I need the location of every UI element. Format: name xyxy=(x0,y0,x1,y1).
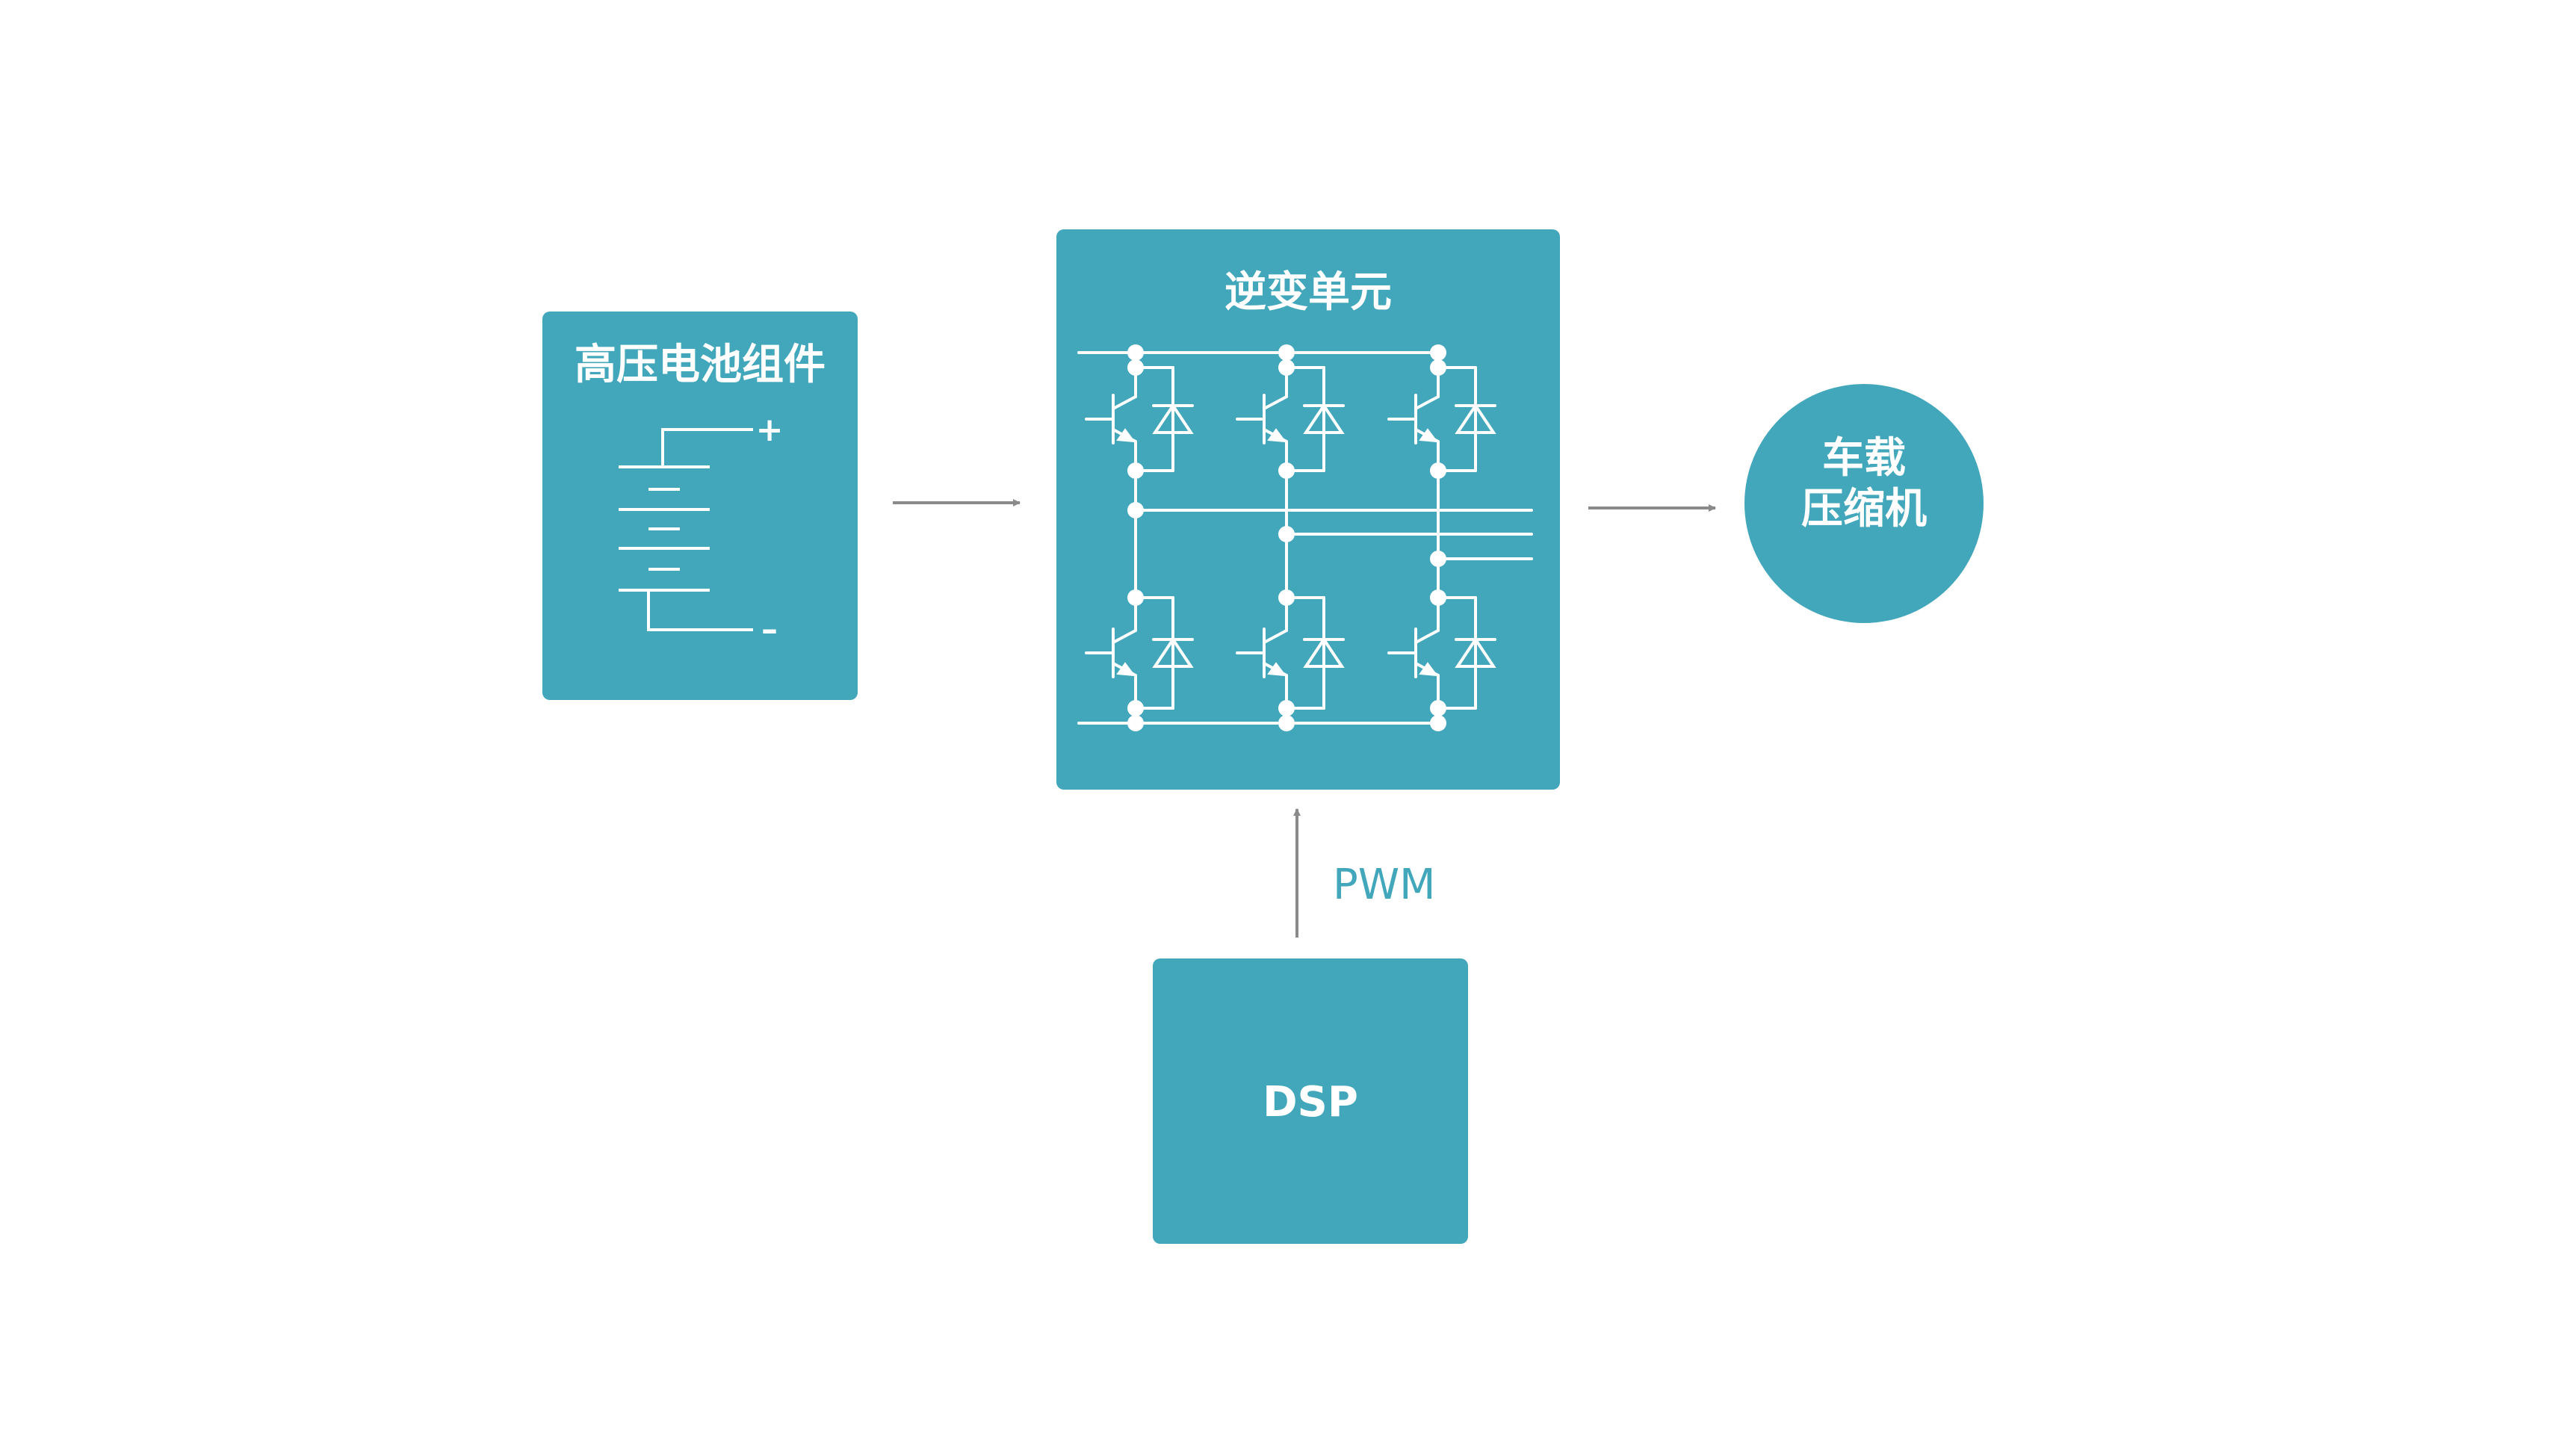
phase-2-lower-switch-emitter-arrow xyxy=(1267,662,1287,677)
battery-block-box xyxy=(542,312,858,700)
phase-2-upper-switch-diode-triangle xyxy=(1303,403,1345,434)
battery-plus-sign: + xyxy=(756,411,784,449)
phase-2-output-dot xyxy=(1278,526,1295,542)
junction-dot xyxy=(1430,700,1446,716)
inverter-block: 逆变单元 xyxy=(1056,229,1560,790)
junction-dot xyxy=(1278,462,1295,479)
phase-1-bottom-dot xyxy=(1127,715,1144,731)
junction-dot xyxy=(1430,359,1446,376)
junction-dot xyxy=(1278,700,1295,716)
phase-3-output-dot xyxy=(1430,551,1446,567)
inverter-block-title: 逆变单元 xyxy=(1224,268,1392,317)
phase-3-lower-switch-emitter-arrow xyxy=(1419,662,1439,677)
phase-3-upper-switch-emitter-arrow xyxy=(1419,428,1439,443)
phase-1-upper-switch-diode-triangle xyxy=(1152,403,1194,434)
phase-2-lower-switch-collector-diag xyxy=(1263,629,1288,644)
compressor-node: 车载 压缩机 xyxy=(1744,384,1984,623)
phase-3-upper-switch-diode-triangle xyxy=(1455,403,1496,434)
phase-1-upper-switch-emitter-arrow xyxy=(1116,428,1136,443)
phase-2-lower-switch-diode-triangle xyxy=(1303,636,1345,668)
phase-1-upper-switch-collector-diag xyxy=(1112,395,1137,410)
phase-3-bottom-dot xyxy=(1430,715,1446,731)
compressor-label-line2: 压缩机 xyxy=(1801,485,1927,533)
phase-1-lower-switch-collector-diag xyxy=(1112,629,1137,644)
phase-3-top-dot xyxy=(1430,344,1446,361)
phase-1-lower-switch-diode-triangle xyxy=(1152,636,1194,668)
junction-dot xyxy=(1278,589,1295,606)
phase-1-top-dot xyxy=(1127,344,1144,361)
phase-3-lower-switch-collector-diag xyxy=(1414,629,1440,644)
pwm-signal-label: PWM xyxy=(1333,861,1435,909)
phase-1-output-dot xyxy=(1127,502,1144,518)
dsp-block-title: DSP xyxy=(1263,1078,1358,1127)
battery-symbol-icon xyxy=(619,428,753,631)
dsp-block-box xyxy=(1153,958,1468,1244)
phase-2-upper-switch-collector-diag xyxy=(1263,395,1288,410)
three-phase-bridge-circuit-icon xyxy=(1077,344,1533,731)
compressor-circle xyxy=(1744,384,1984,623)
phase-2-upper-switch-emitter-arrow xyxy=(1267,428,1287,443)
phase-3-upper-switch-collector-diag xyxy=(1414,395,1440,410)
junction-dot xyxy=(1278,359,1295,376)
junction-dot xyxy=(1430,589,1446,606)
battery-block: 高压电池组件 + – xyxy=(542,312,858,700)
junction-dot xyxy=(1127,462,1144,479)
phase-2-top-dot xyxy=(1278,344,1295,361)
phase-2-bottom-dot xyxy=(1278,715,1295,731)
junction-dot xyxy=(1127,359,1144,376)
battery-block-title: 高压电池组件 xyxy=(575,341,826,389)
dsp-block: DSP xyxy=(1153,958,1468,1244)
junction-dot xyxy=(1127,700,1144,716)
battery-minus-sign: – xyxy=(761,610,778,648)
phase-3-lower-switch-diode-triangle xyxy=(1455,636,1496,668)
phase-1-lower-switch-emitter-arrow xyxy=(1116,662,1136,677)
junction-dot xyxy=(1127,589,1144,606)
compressor-label-line1: 车载 xyxy=(1822,434,1906,483)
junction-dot xyxy=(1430,462,1446,479)
